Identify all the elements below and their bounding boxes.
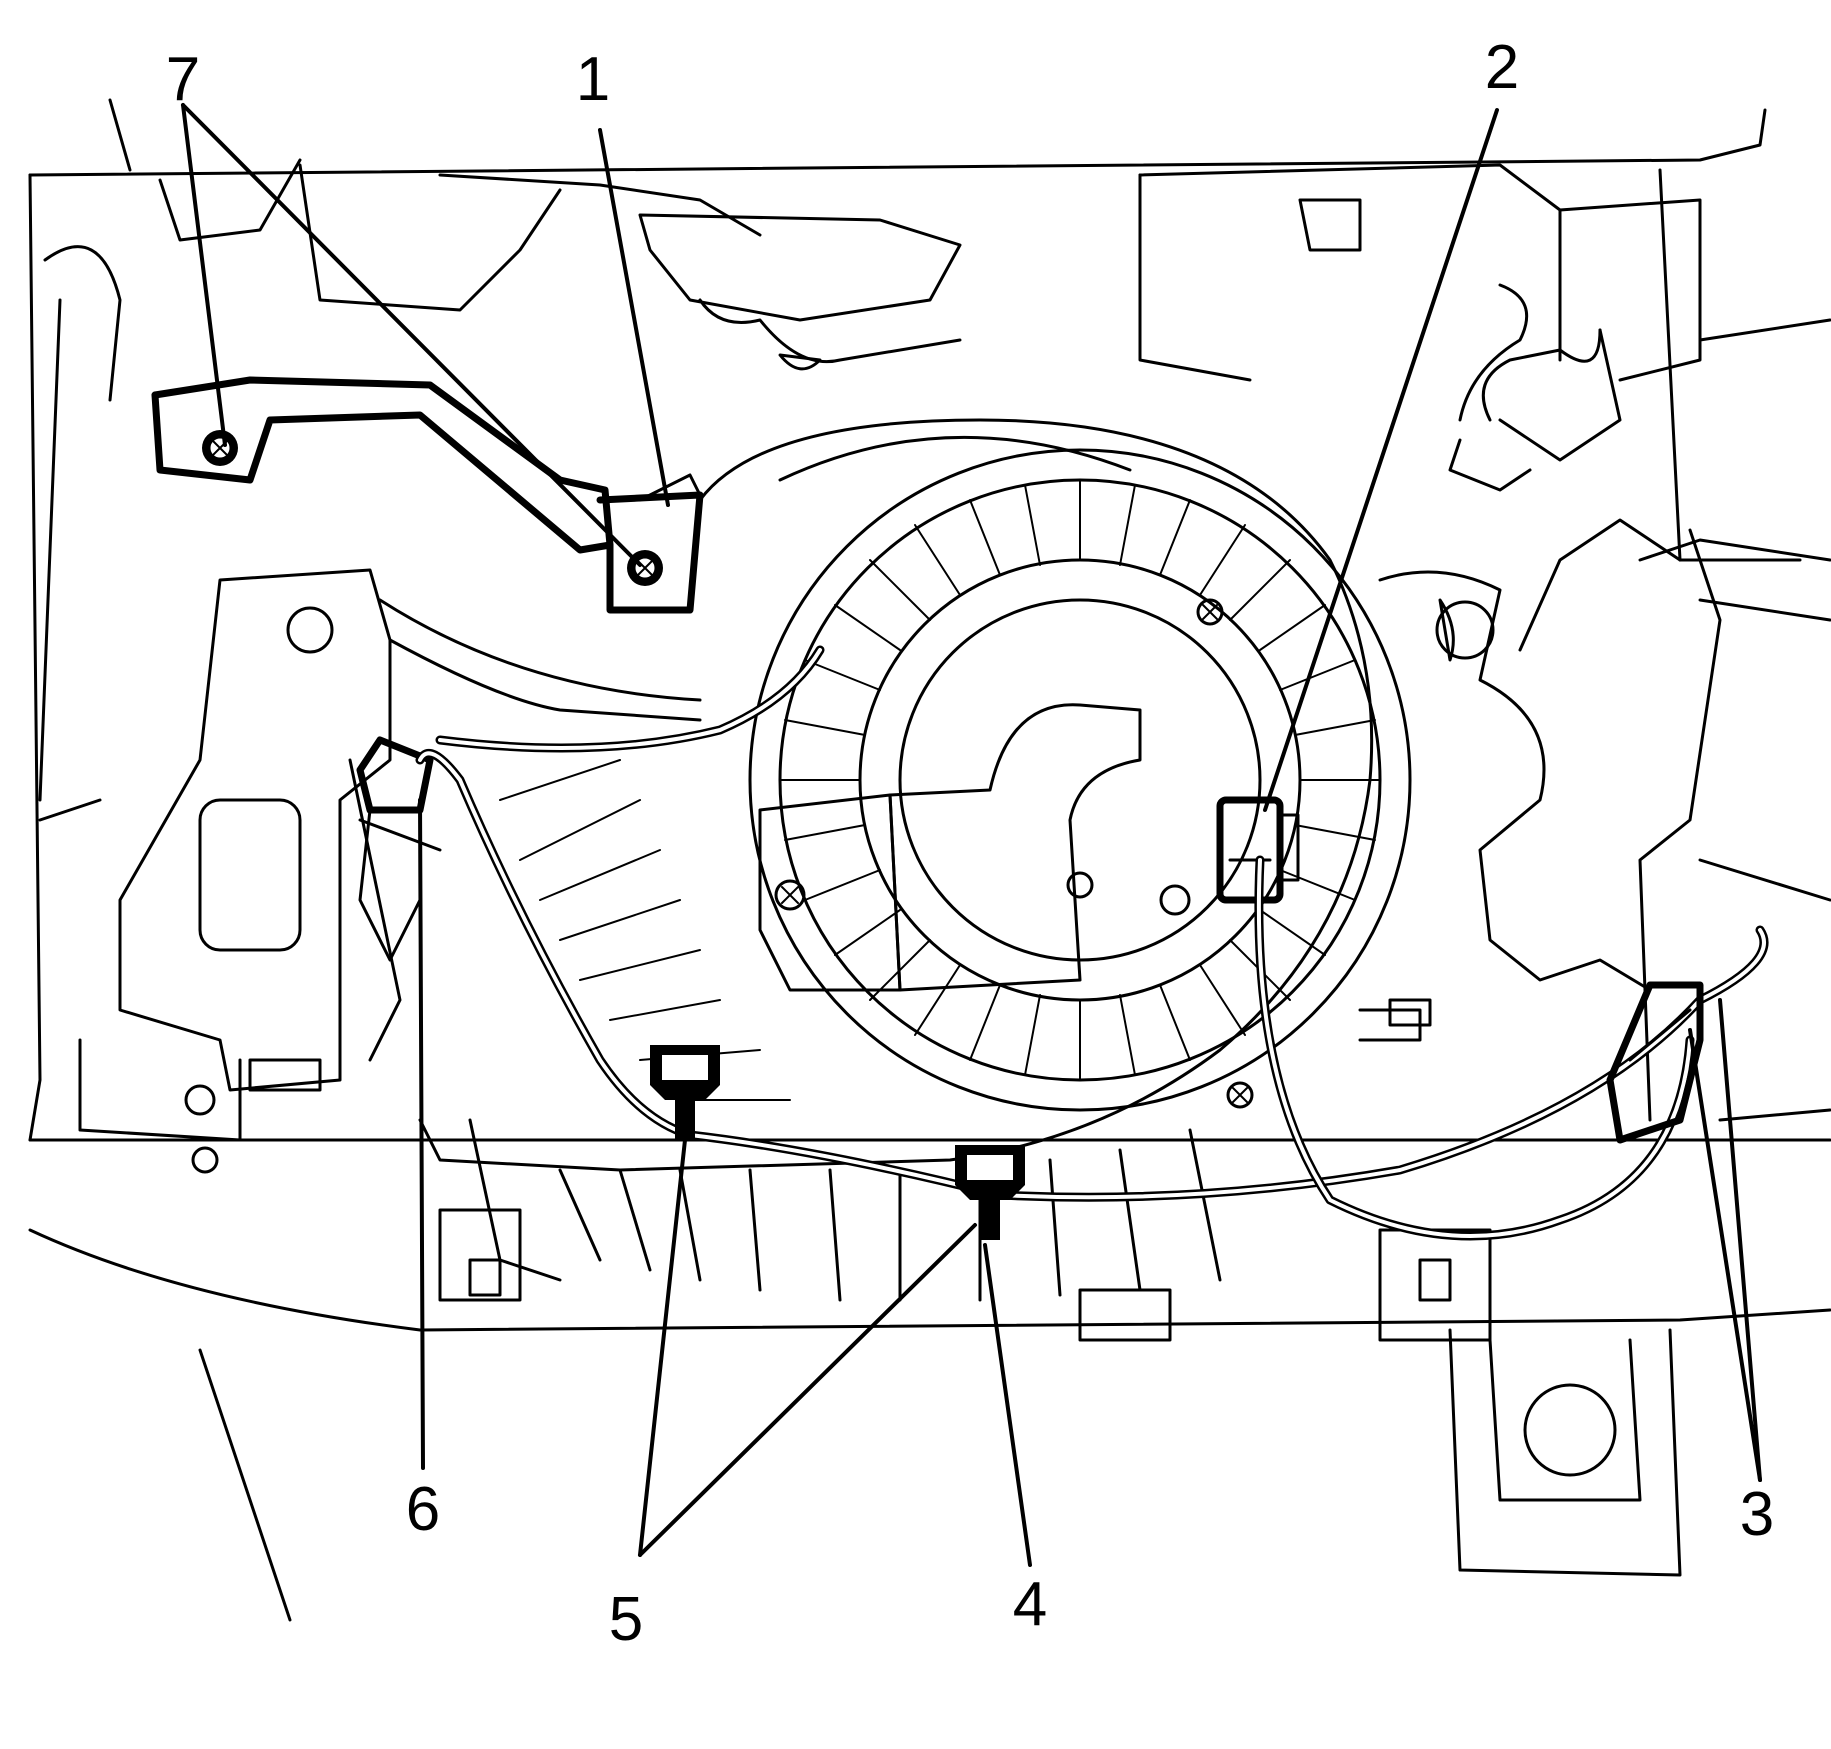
harness-clip-right [1606, 981, 1704, 1144]
wiring-harness [415, 645, 1769, 1241]
callout-1: 1 [576, 45, 610, 114]
callout-4: 4 [1013, 1570, 1047, 1639]
callout-3: 3 [1740, 1480, 1774, 1549]
bracket-screw-left [202, 430, 238, 466]
callout-5: 5 [609, 1585, 643, 1654]
blower-scroll-housing [418, 418, 1492, 1342]
callout-6: 6 [406, 1475, 440, 1544]
callout-2: 2 [1485, 33, 1519, 102]
upper-mounting-bracket [151, 376, 704, 614]
leader-lines [181, 103, 1762, 1567]
harness-clip-left [650, 1045, 720, 1140]
right-duct [1358, 283, 1682, 1042]
callout-7: 7 [166, 45, 200, 114]
blower-motor-connector [1216, 796, 1300, 904]
harness-clip-center [955, 1145, 1025, 1240]
left-duct-bracket [38, 568, 702, 1174]
blower-wheel [748, 448, 1412, 1112]
hvac-housing [28, 98, 1831, 1622]
